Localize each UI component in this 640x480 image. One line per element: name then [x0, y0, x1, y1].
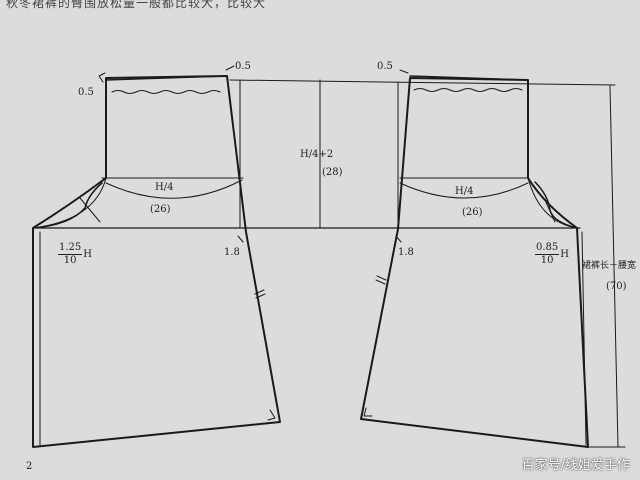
right-crotch-bulge — [534, 181, 578, 229]
left-crotch-h: H — [83, 249, 92, 260]
left-crotch-denominator: 10 — [63, 255, 77, 266]
left-crotch-diagonal — [79, 197, 101, 223]
right-crotch-curve — [527, 177, 578, 229]
right-waist-ease-line — [413, 88, 523, 92]
left-top-out-label: 0.5 — [235, 61, 251, 72]
watermark: 百家号/线姐爱手作 — [521, 458, 630, 473]
left-hem-tick-1 — [254, 289, 265, 295]
right-waist-line — [409, 75, 529, 81]
header-text: 秋冬裙裤的臀围放松量一般都比较大，比较大 — [6, 0, 267, 10]
left-waist-ease-line — [111, 90, 221, 94]
left-waist-in-label: 0.5 — [78, 87, 94, 98]
right-side-drop-marker — [395, 235, 402, 243]
right-crotch-denominator: 10 — [540, 255, 554, 266]
middle-value-label: (28) — [322, 167, 343, 178]
left-hem-label: 2 — [26, 461, 33, 472]
right-hem-corner — [363, 407, 373, 417]
right-hip-arc — [399, 182, 529, 199]
left-hip-value: (26) — [150, 204, 171, 215]
right-top-out-label: 0.5 — [377, 61, 393, 72]
right-inner-line — [581, 231, 587, 446]
right-hip-label: H/4 — [455, 186, 474, 197]
left-hem-tick-2 — [255, 293, 266, 299]
left-piece-outline — [32, 75, 281, 448]
length-dimension-line — [609, 85, 619, 448]
right-crotch-h: H — [560, 249, 569, 260]
left-side-drop-label: 1.8 — [224, 247, 240, 258]
left-side-drop-marker — [237, 235, 244, 243]
waist-reference-line — [229, 79, 616, 86]
right-hem-tick-1 — [376, 275, 387, 281]
right-hip-value: (26) — [462, 207, 483, 218]
left-hem-corner — [267, 409, 276, 421]
right-top-dart — [399, 69, 409, 74]
right-hem-tick-2 — [375, 279, 386, 285]
left-top-dart — [225, 65, 235, 71]
middle-formula-label: H/4+2 — [300, 149, 334, 160]
left-hip-arc — [105, 179, 243, 199]
left-hip-label: H/4 — [155, 182, 174, 193]
left-crotch-fraction: 1.25 10 H — [58, 243, 92, 266]
right-crotch-fraction: 0.85 10 H — [535, 243, 569, 266]
left-crotch-numerator: 1.25 — [58, 242, 83, 255]
left-crotch-bulge — [32, 182, 103, 229]
left-waist-line — [105, 75, 228, 81]
right-crotch-numerator: 0.85 — [535, 242, 560, 255]
length-value: (70) — [606, 281, 627, 292]
left-waist-corner — [98, 72, 106, 83]
right-side-drop-label: 1.8 — [398, 247, 414, 258]
length-label: 裙裤长－腰宽 — [582, 261, 637, 271]
